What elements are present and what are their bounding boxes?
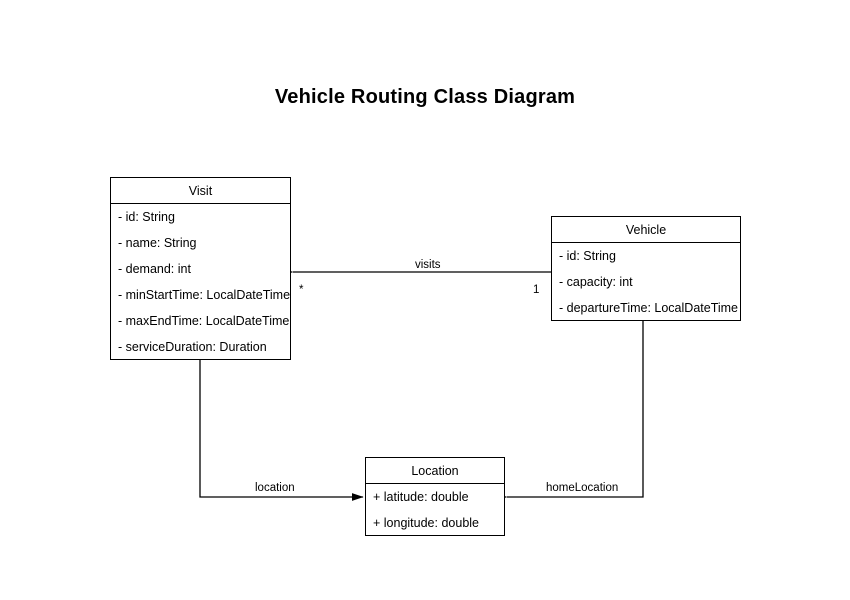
attribute-item: - id: String: [559, 249, 616, 263]
association-label-location: location: [255, 482, 295, 494]
class-box-visit[interactable]: Visit - id: String - name: String - dema…: [110, 177, 291, 360]
association-home-location: [495, 321, 644, 501]
attribute-item: - capacity: int: [559, 275, 633, 289]
attribute-item: + latitude: double: [373, 490, 469, 504]
class-box-vehicle[interactable]: Vehicle - id: String - capacity: int - d…: [551, 216, 741, 321]
attribute-item: - name: String: [118, 236, 197, 250]
attribute-item: - maxEndTime: LocalDateTime: [118, 314, 290, 328]
attribute-list-vehicle: - id: String - capacity: int - departure…: [552, 243, 740, 321]
association-label-home-location: homeLocation: [546, 482, 619, 494]
class-name-location: Location: [366, 458, 504, 484]
attribute-list-location: + latitude: double + longitude: double: [366, 484, 504, 536]
association-location: [199, 360, 364, 501]
attribute-item: - serviceDuration: Duration: [118, 340, 267, 354]
attribute-item: - demand: int: [118, 262, 191, 276]
class-box-location[interactable]: Location + latitude: double + longitude:…: [365, 457, 505, 536]
page-title: Vehicle Routing Class Diagram: [274, 86, 576, 108]
association-label-visits: visits: [415, 259, 441, 271]
class-name-visit: Visit: [111, 178, 290, 204]
attribute-item: - id: String: [118, 210, 175, 224]
multiplicity-vehicle-end: 1: [533, 284, 540, 296]
class-name-vehicle: Vehicle: [552, 217, 740, 243]
attribute-item: - minStartTime: LocalDateTime: [118, 288, 291, 302]
attribute-item: + longitude: double: [373, 516, 479, 530]
multiplicity-visit-end: *: [299, 284, 304, 296]
attribute-list-visit: - id: String - name: String - demand: in…: [111, 204, 290, 360]
attribute-item: - departureTime: LocalDateTime: [559, 301, 739, 315]
